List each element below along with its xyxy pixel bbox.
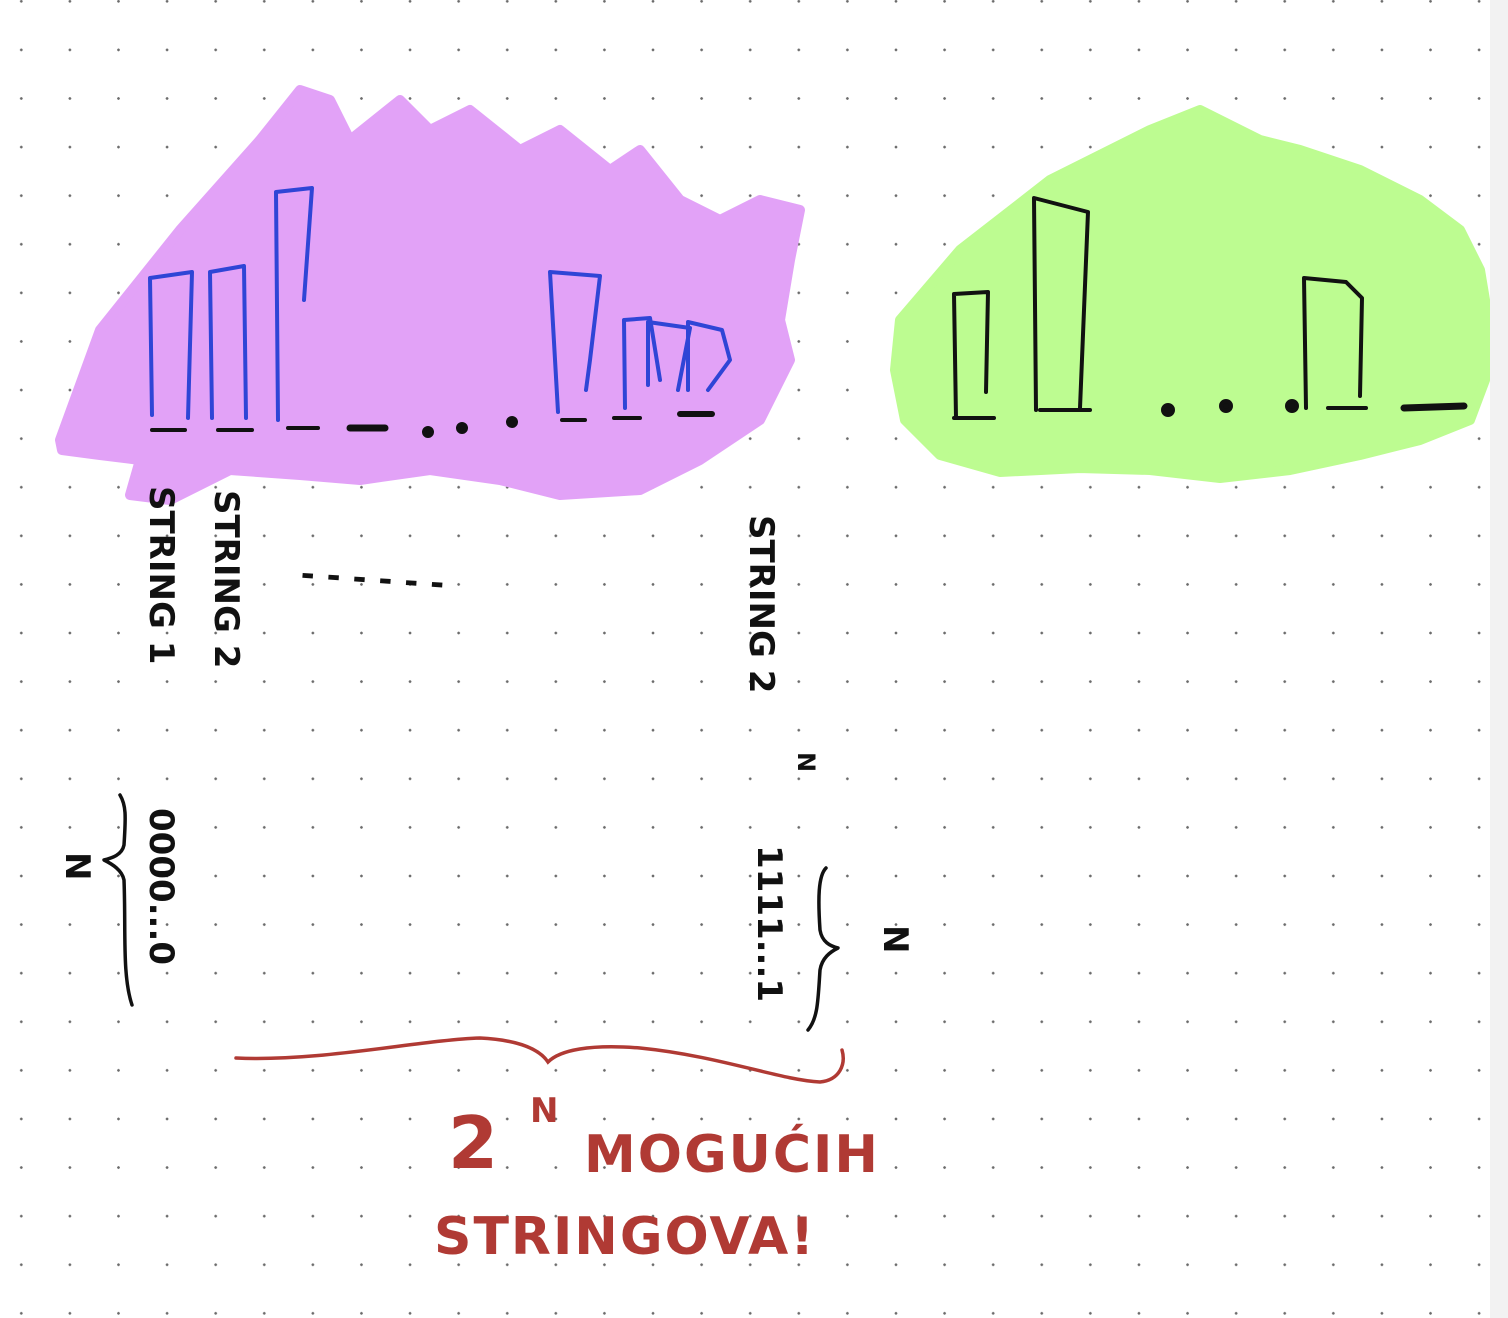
string-1-label: STRING 1 (141, 486, 181, 664)
bottom-exponent-n: N (530, 1091, 558, 1131)
bottom-line-2: STRINGOVA! (434, 1207, 816, 1267)
first-bits-brace (102, 793, 134, 1007)
last-bits-brace (806, 866, 840, 1032)
blue-bar (208, 264, 248, 420)
last-brace-n-label: N (875, 925, 915, 953)
black-bar (1032, 196, 1090, 412)
string-last-label: STRING 2 (741, 515, 781, 693)
purple-baseline (150, 411, 715, 438)
string-labels-group: STRING 1 STRING 2 - - - - - - STRING 2 N… (57, 486, 915, 1002)
black-bars-group (952, 196, 1468, 420)
black-bar (952, 290, 990, 420)
string-last-exponent: N (792, 752, 820, 772)
first-brace-n-label: N (57, 852, 97, 880)
blue-bars-group (148, 186, 732, 422)
blue-bar (274, 186, 314, 422)
black-bar (1302, 276, 1364, 410)
blue-bar (622, 316, 662, 410)
blue-bar (548, 270, 602, 414)
bottom-caption-group: 2 N MOGUĆIH STRINGOVA! (434, 1091, 880, 1267)
blue-bar (686, 320, 732, 392)
blue-bar (148, 270, 194, 420)
first-bits-label: 0000...0 (141, 808, 181, 965)
blue-bar (646, 320, 692, 392)
vertical-scrollbar[interactable] (1490, 0, 1508, 1318)
ellipsis-dashes: - - - - - - (299, 554, 445, 604)
bottom-red-brace (234, 1036, 845, 1084)
last-bits-label: 1111...1 (749, 845, 789, 1002)
bottom-base-2: 2 (448, 1101, 498, 1185)
string-2-label: STRING 2 (206, 490, 246, 668)
purple-highlight-region (55, 85, 805, 505)
braces-group (102, 793, 840, 1032)
bottom-line-1: MOGUĆIH (584, 1123, 880, 1185)
